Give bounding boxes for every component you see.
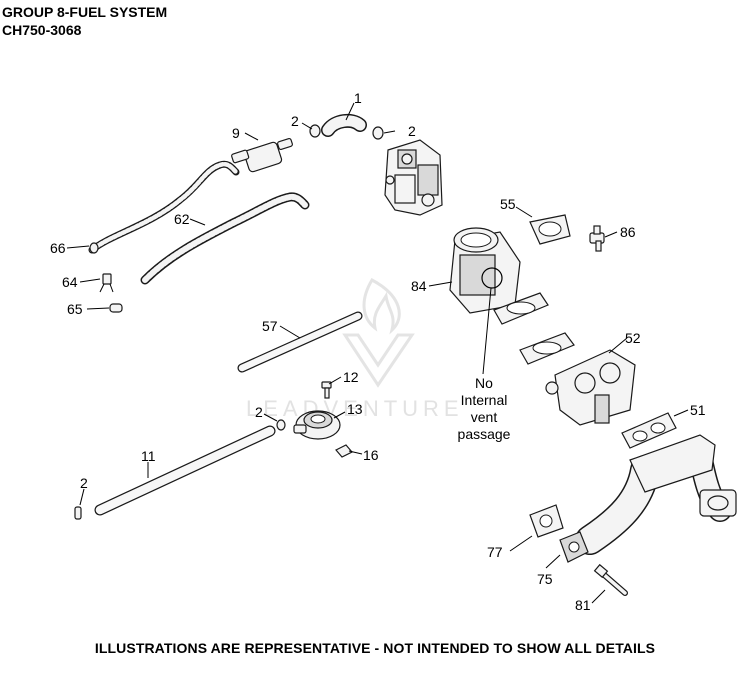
watermark-v-icon (342, 333, 415, 388)
note-line-2: Internal (461, 392, 508, 408)
intake-manifold (575, 434, 737, 555)
callout-55: 55 (500, 196, 516, 212)
clamp-2d (74, 506, 82, 520)
callout-2a: 2 (291, 113, 299, 129)
callout-81: 81 (575, 597, 591, 613)
callout-11: 11 (141, 448, 156, 464)
callout-1: 1 (354, 90, 362, 106)
callout-86: 86 (620, 224, 636, 240)
callout-13: 13 (347, 401, 363, 417)
model-number: CH750-3068 (2, 22, 82, 38)
callout-64: 64 (62, 274, 78, 290)
hose-1 (321, 113, 367, 137)
diagram-title: GROUP 8-FUEL SYSTEM (2, 4, 168, 20)
callout-2d: 2 (80, 475, 88, 491)
callout-57: 57 (262, 318, 278, 334)
clamp-66-end (89, 242, 99, 254)
fuel-hose-66 (88, 160, 240, 254)
fitting-86 (589, 225, 605, 252)
carburetor (384, 139, 443, 216)
fuel-line-57 (237, 311, 363, 373)
vent-passage-note: No Internal vent passage (458, 375, 511, 442)
gasket-51 (621, 412, 677, 449)
adapter-84 (449, 227, 521, 314)
clamp-2b (372, 126, 384, 140)
diagram-header: GROUP 8-FUEL SYSTEM CH750-3068 (2, 3, 167, 39)
plug-65 (109, 303, 123, 313)
bolt-81 (593, 563, 628, 596)
screw-12 (321, 381, 332, 399)
callout-12: 12 (343, 369, 359, 385)
callout-16: 16 (363, 447, 379, 463)
flange-75 (559, 531, 589, 563)
note-line-1: No (475, 375, 493, 391)
callout-66: 66 (50, 240, 66, 256)
gasket-plate-b (519, 332, 575, 365)
disclaimer-footer: ILLUSTRATIONS ARE REPRESENTATIVE - NOT I… (94, 640, 656, 656)
gasket-55 (529, 214, 571, 245)
callout-75: 75 (537, 571, 553, 587)
clamp-2c (276, 419, 286, 431)
callout-2b: 2 (408, 123, 416, 139)
watermark-text: LEADVENTURE (246, 396, 464, 421)
note-line-3: vent (471, 409, 498, 425)
callout-2c: 2 (255, 404, 263, 420)
callout-labels: 1 2 2 9 62 66 64 65 55 86 84 57 52 12 2 … (50, 90, 706, 613)
callout-65: 65 (67, 301, 83, 317)
note-line-4: passage (458, 426, 511, 442)
throttle-body-52 (545, 349, 636, 426)
callout-62: 62 (174, 211, 190, 227)
callout-51: 51 (690, 402, 706, 418)
callout-52: 52 (625, 330, 641, 346)
watermark-flame-icon (362, 278, 401, 335)
fuel-line-11 (94, 425, 276, 516)
fuel-filter-9 (231, 137, 293, 173)
fitting-64 (99, 273, 114, 293)
fuel-pump-13 (293, 410, 341, 440)
gasket-77 (529, 504, 564, 538)
fuel-hose-62 (140, 192, 310, 285)
callout-9: 9 (232, 125, 240, 141)
gasket-plate-a (493, 292, 549, 325)
watermark: LEADVENTURE (246, 278, 464, 421)
callout-77: 77 (487, 544, 503, 560)
clamp-2a (309, 124, 321, 138)
leader-lines (66, 102, 689, 604)
callout-84: 84 (411, 278, 427, 294)
